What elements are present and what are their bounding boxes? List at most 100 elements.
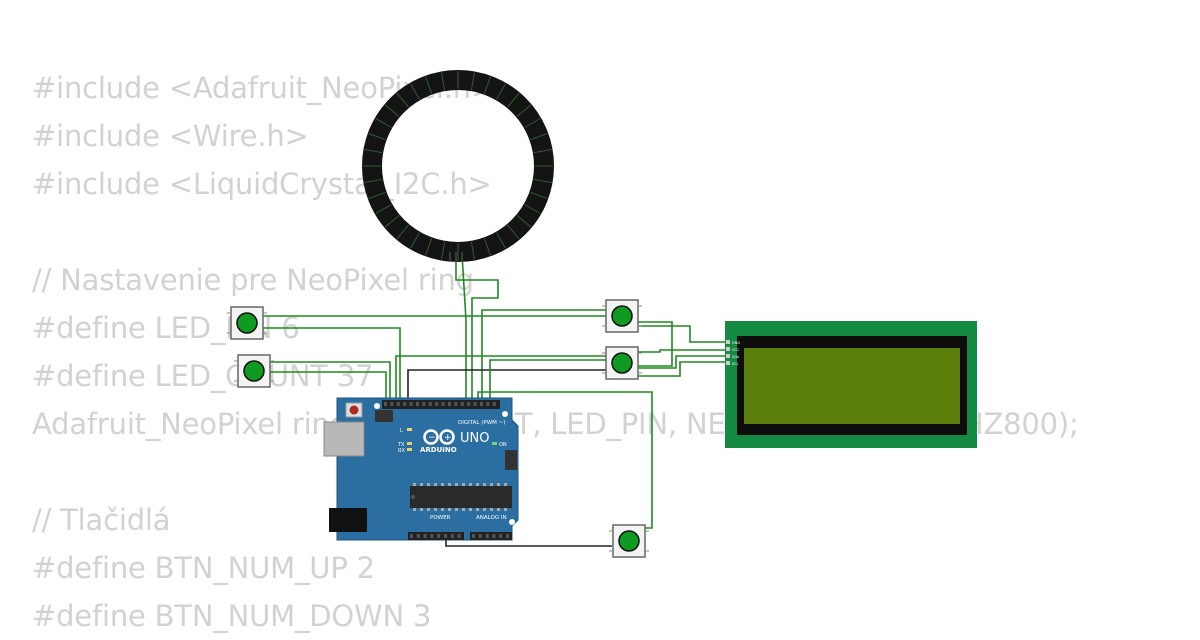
wire-btn4-b[interactable] (407, 369, 606, 402)
header-pin[interactable] (428, 402, 432, 406)
header-pin[interactable] (441, 402, 445, 406)
code-line: #define BTN_NUM_DOWN 3 (32, 599, 432, 633)
board-model-label: UNO (460, 431, 489, 446)
chip-pin (462, 508, 465, 511)
digital-header (382, 400, 500, 409)
header-pin[interactable] (486, 402, 490, 406)
chip-pin (434, 508, 437, 511)
ring-led-divider (530, 133, 548, 141)
header-pin[interactable] (410, 534, 413, 538)
header-pin[interactable] (448, 402, 451, 406)
wire-lcd-vcc[interactable] (638, 349, 727, 353)
header-pin[interactable] (390, 402, 394, 406)
bottom-header-pins (410, 534, 509, 538)
arduino-logo-plus: + (444, 433, 452, 443)
wire-btn4-c[interactable] (489, 359, 606, 402)
chip-pin (441, 508, 444, 511)
header-pin[interactable] (467, 402, 471, 406)
ring-led-divider (425, 76, 433, 94)
header-pin[interactable] (460, 402, 464, 406)
chip-pin (497, 483, 500, 486)
header-pin[interactable] (384, 402, 387, 406)
header-pin[interactable] (422, 402, 426, 406)
chip-pin (504, 508, 507, 511)
header-pin[interactable] (437, 534, 441, 538)
arduino-logo-minus: − (428, 433, 436, 443)
chip-pin (427, 483, 430, 486)
chip-pin (476, 508, 479, 511)
ring-led-divider (364, 149, 383, 154)
rx-label: RX (398, 448, 405, 454)
push-button-3[interactable] (602, 299, 642, 333)
header-pin[interactable] (506, 534, 509, 538)
header-pin[interactable] (485, 534, 489, 538)
header-pin[interactable] (435, 402, 439, 406)
code-line: #include <Wire.h> (32, 119, 309, 153)
ring-pins (449, 252, 463, 262)
header-pin[interactable] (492, 534, 496, 538)
push-button-5[interactable] (609, 524, 649, 558)
push-button-4[interactable] (602, 346, 642, 380)
header-pin[interactable] (499, 534, 503, 538)
wire-ring-vcc[interactable] (461, 253, 467, 402)
chip-pin (483, 483, 486, 486)
header-pin[interactable] (444, 534, 447, 538)
led-l-icon (407, 428, 412, 431)
wire-btn4-a[interactable] (395, 355, 606, 402)
arduino-uno-board[interactable]: DIGITAL (PWM ~) TX RX L ON − + UNO ARDUI… (323, 397, 519, 541)
ring-led-ticks (363, 71, 553, 261)
chip-pin (469, 508, 472, 511)
header-pin[interactable] (423, 534, 427, 538)
neopixel-ring[interactable] (362, 70, 554, 262)
ring-led-divider (516, 215, 532, 228)
header-pin[interactable] (478, 534, 482, 538)
code-line: // Tlačidlá (32, 503, 171, 537)
wire-ring-data[interactable] (455, 256, 499, 402)
ring-led-divider (384, 215, 400, 228)
lcd-pin-vcc-label: VCC (732, 348, 740, 352)
wire-btn1-b[interactable] (262, 327, 401, 402)
code-line: #include <LiquidCrystal_I2C.h> (32, 167, 492, 201)
header-pin[interactable] (454, 402, 458, 406)
header-pin[interactable] (457, 534, 461, 538)
header-pin[interactable] (492, 402, 496, 406)
header-pin[interactable] (473, 402, 477, 406)
header-pin[interactable] (396, 402, 400, 406)
wire-lcd-sda[interactable] (638, 355, 727, 369)
wire-btn3-a[interactable] (481, 309, 606, 402)
ring-led-divider (483, 238, 491, 256)
digital-header-pins (384, 402, 496, 406)
header-pin[interactable] (409, 402, 413, 406)
ring-led-divider (524, 204, 541, 214)
push-button-1[interactable] (227, 306, 267, 340)
wire-lcd-gnd[interactable] (638, 325, 727, 343)
header-pin[interactable] (472, 534, 475, 538)
ring-led-divider (483, 76, 491, 94)
ring-led-divider (410, 83, 420, 100)
header-pin[interactable] (450, 534, 454, 538)
ring-led-divider (396, 224, 409, 240)
header-pin[interactable] (480, 402, 483, 406)
icsp-header-right (505, 450, 517, 470)
wire-btn3-b[interactable] (636, 321, 673, 367)
atmega-chip-pins (413, 483, 507, 511)
ring-led-divider (530, 191, 548, 199)
power-label: POWER (430, 515, 451, 521)
header-pin[interactable] (416, 534, 420, 538)
chip-pin (462, 483, 465, 486)
code-line: // Nastavenie pre NeoPixel ring (32, 263, 474, 297)
ring-led-divider (375, 118, 392, 128)
header-pin[interactable] (416, 402, 419, 406)
wire-lcd-scl[interactable] (638, 361, 727, 377)
digital-label: DIGITAL (PWM ~) (458, 420, 505, 426)
chip-pin (469, 483, 472, 486)
wire-btn2-b[interactable] (270, 371, 387, 402)
header-pin[interactable] (430, 534, 434, 538)
chip-pin (504, 483, 507, 486)
push-button-2[interactable] (234, 354, 274, 388)
chip-pin (413, 483, 416, 486)
header-pin[interactable] (403, 402, 407, 406)
lcd-display-16x2[interactable]: GND VCC SDA SCL (725, 321, 977, 448)
wire-btn2-a[interactable] (270, 361, 391, 402)
icsp-header (375, 410, 393, 422)
